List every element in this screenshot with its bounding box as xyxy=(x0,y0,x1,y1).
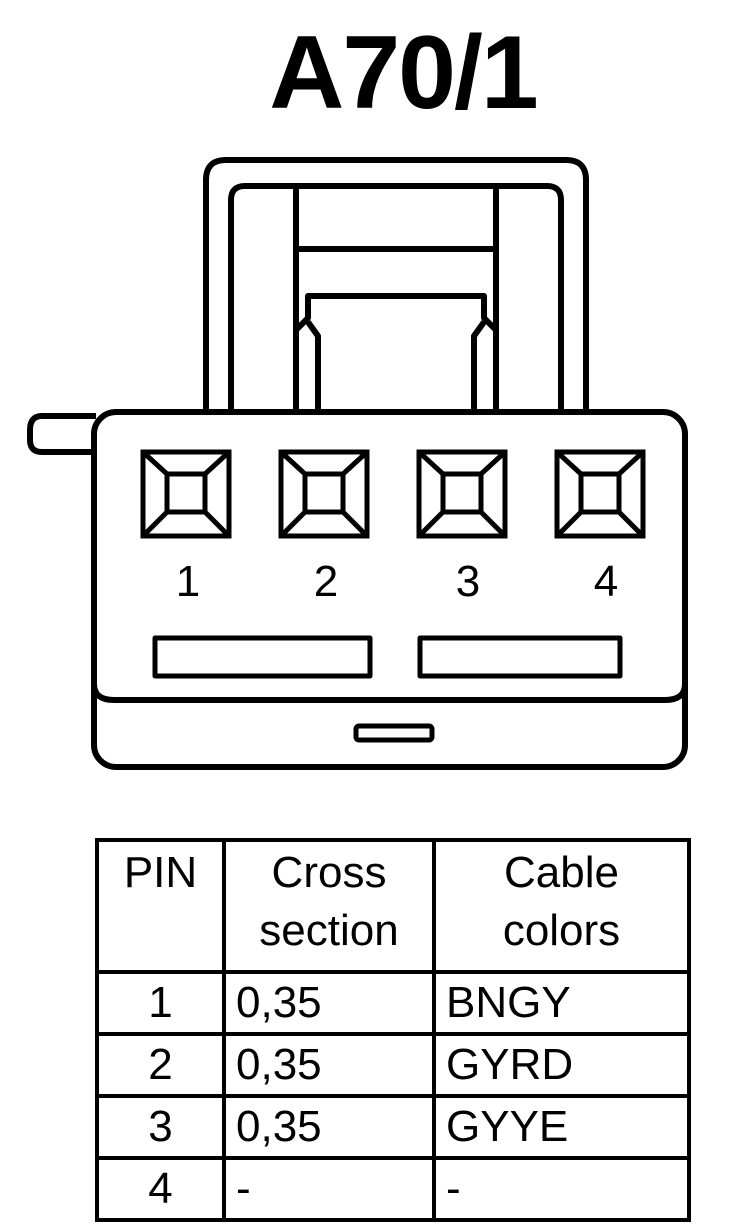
pin-label-3: 3 xyxy=(456,557,480,606)
cell-cable-colors: GYRD xyxy=(432,1032,691,1098)
latch-outer xyxy=(203,157,589,412)
latch-tab-inner xyxy=(305,320,487,412)
header-cross-section-line1: Cross xyxy=(271,848,387,897)
connector-body xyxy=(91,409,688,770)
connector-diagram: 1 2 3 4 xyxy=(27,157,688,770)
body-step xyxy=(91,683,688,703)
pin-label-1: 1 xyxy=(176,557,200,606)
header-cable-colors-line1: Cable xyxy=(504,848,619,897)
pin-table: PIN Cross section Cable colors 1 0,35 BN… xyxy=(95,838,691,1222)
pin-3-terminal xyxy=(416,449,508,539)
pin-4-terminal xyxy=(554,449,646,539)
cell-pin: 1 xyxy=(95,970,226,1036)
cell-cross-section: - xyxy=(222,1156,436,1222)
connector-title: A70/1 xyxy=(269,15,539,131)
table-row: 4 - - xyxy=(95,1156,691,1222)
header-cable-colors: Cable colors xyxy=(432,838,691,974)
latch-tab xyxy=(293,293,499,412)
cell-cable-colors: - xyxy=(432,1156,691,1222)
header-cable-colors-line2: colors xyxy=(502,906,621,955)
slot-left xyxy=(152,635,373,679)
pin-1-terminal xyxy=(140,449,232,539)
cell-pin: 3 xyxy=(95,1094,226,1160)
pin-label-2: 2 xyxy=(314,557,338,606)
pin-2-terminal xyxy=(278,449,370,539)
table-row: 1 0,35 BNGY xyxy=(95,970,691,1036)
table-row: 3 0,35 GYYE xyxy=(95,1094,691,1160)
latch-inner xyxy=(228,183,564,412)
cell-cable-colors: BNGY xyxy=(432,970,691,1036)
cell-pin: 4 xyxy=(95,1156,226,1222)
header-cross-section-line2: section xyxy=(259,906,399,955)
slot-right xyxy=(417,635,623,679)
header-cross-section: Cross section xyxy=(222,838,436,974)
cell-pin: 2 xyxy=(95,1032,226,1098)
table-row: 2 0,35 GYRD xyxy=(95,1032,691,1098)
bottom-key-slot xyxy=(353,723,435,743)
cell-cross-section: 0,35 xyxy=(222,1032,436,1098)
cell-cross-section: 0,35 xyxy=(222,970,436,1036)
cell-cross-section: 0,35 xyxy=(222,1094,436,1160)
cell-cable-colors: GYYE xyxy=(432,1094,691,1160)
header-pin: PIN xyxy=(95,838,226,974)
side-tab xyxy=(27,413,96,455)
table-header-row: PIN Cross section Cable colors xyxy=(95,838,691,974)
pin-label-4: 4 xyxy=(594,557,618,606)
